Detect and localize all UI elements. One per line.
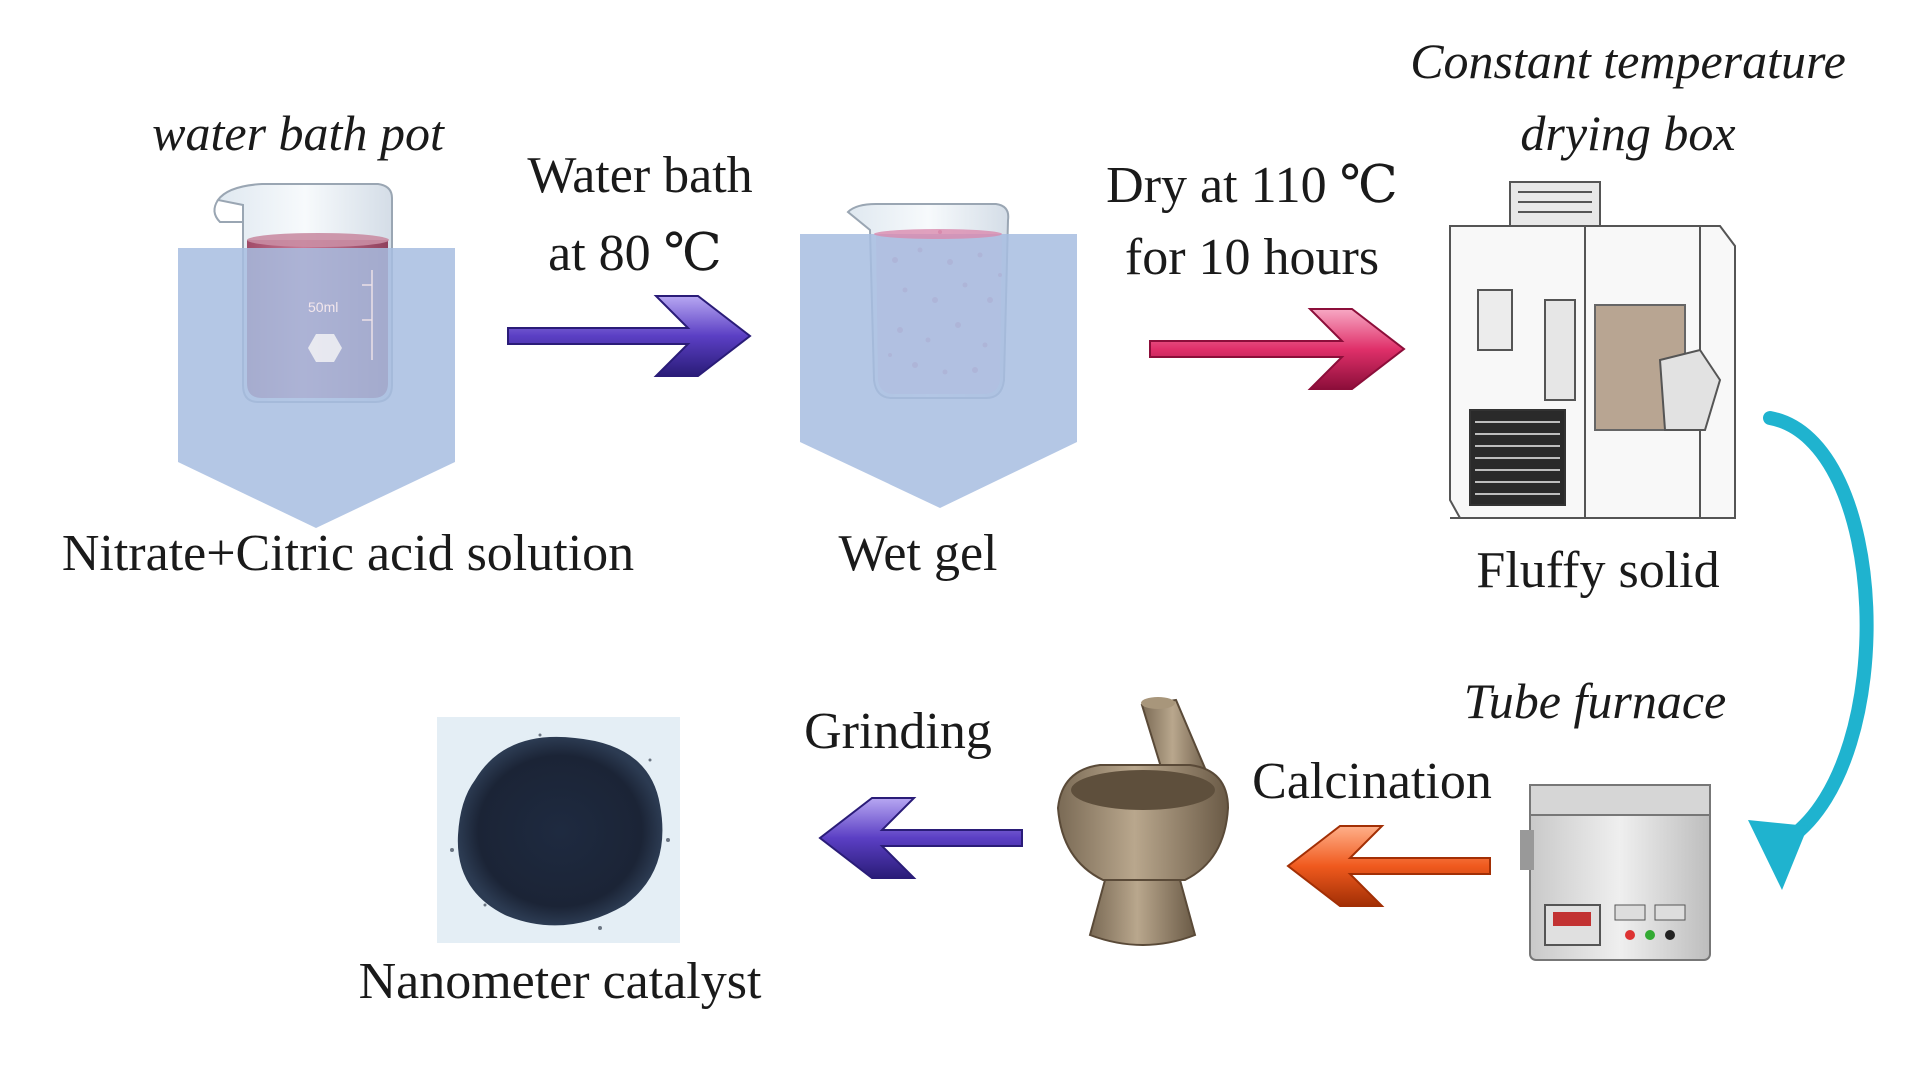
step2-label-line2: for 10 hours xyxy=(1124,229,1380,286)
water-bath-pot-label: water bath pot xyxy=(152,105,444,161)
arrow-to-furnace xyxy=(1748,411,1874,890)
tube-furnace-label: Tube furnace xyxy=(1463,673,1727,729)
water-bath-pot-1 xyxy=(178,183,455,528)
arrow-calcination xyxy=(1286,825,1491,907)
calcination-label: Calcination xyxy=(1252,753,1492,810)
step1-label-line1: Water bath xyxy=(527,147,753,204)
drying-box-label-line1: Constant temperature xyxy=(1410,33,1846,89)
tube-furnace xyxy=(1520,784,1711,961)
arrow-dry xyxy=(1149,308,1406,390)
arrow-grinding xyxy=(818,797,1023,879)
water-bath-pot-2 xyxy=(800,203,1077,508)
fluffy-solid-label: Fluffy solid xyxy=(1476,542,1720,599)
drying-box-label-line2: drying box xyxy=(1520,105,1736,161)
catalyst-label: Nanometer catalyst xyxy=(358,953,762,1010)
grinding-label: Grinding xyxy=(804,703,992,760)
step1-label-line2: at 80 ℃ xyxy=(548,225,722,282)
drying-box xyxy=(1449,181,1736,519)
arrow-water-bath xyxy=(507,295,752,377)
solution-label: Nitrate+Citric acid solution xyxy=(61,525,635,582)
mortar-and-pestle xyxy=(1056,697,1230,946)
step2-label-line1: Dry at 110 ℃ xyxy=(1106,157,1398,214)
catalyst-powder xyxy=(437,717,680,943)
wet-gel-label: Wet gel xyxy=(838,525,998,582)
beaker-mark-label: 50ml xyxy=(308,299,338,315)
